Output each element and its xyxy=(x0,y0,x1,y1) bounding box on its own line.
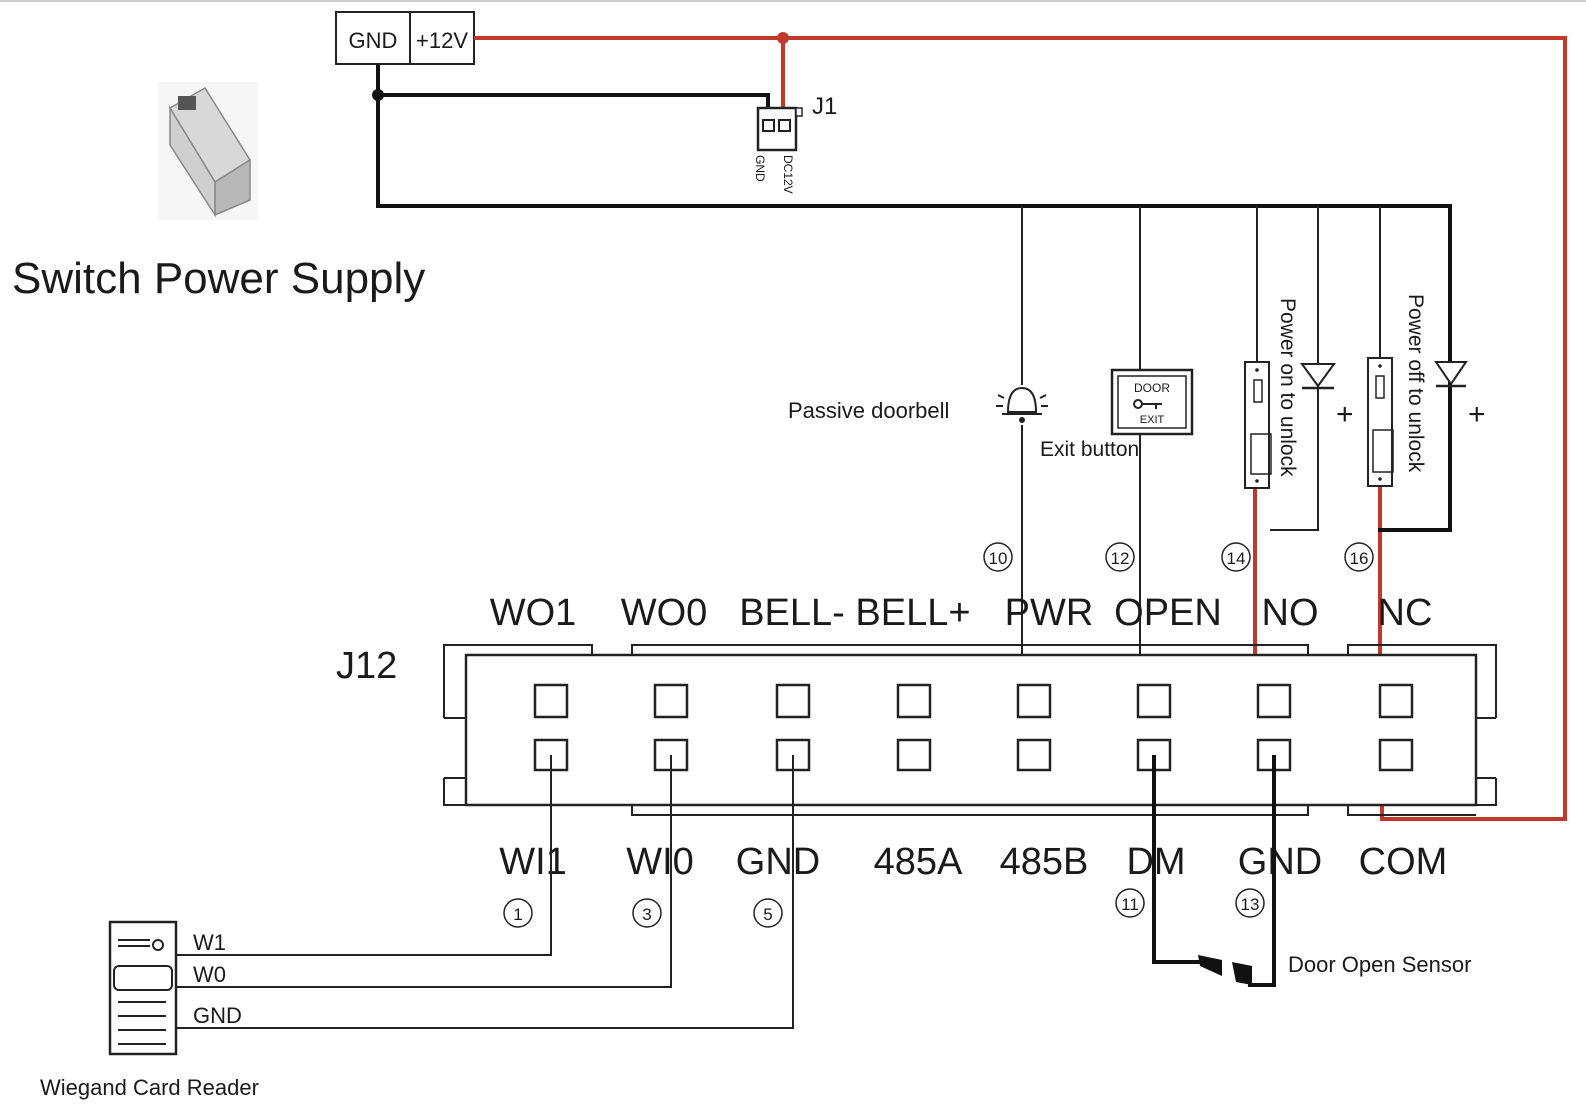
pin-number: 5 xyxy=(763,905,772,924)
bottom-signal-labels: WI1 WI0 GND 485A 485B DM GND COM xyxy=(499,841,1447,883)
j12-housing xyxy=(443,644,1497,816)
pin-number: 1 xyxy=(513,905,522,924)
exit-text: EXIT xyxy=(1140,414,1165,426)
power-supply-title: Switch Power Supply xyxy=(12,254,425,303)
card-reader-icon xyxy=(108,920,178,1056)
signal-label: COM xyxy=(1359,841,1448,883)
signal-label: PWR xyxy=(1005,592,1094,634)
door-sensor-icon xyxy=(1198,955,1252,985)
door-text: DOOR xyxy=(1134,381,1170,395)
reader-gnd-label: GND xyxy=(193,1003,242,1028)
j1-gnd-label: GND xyxy=(753,155,767,182)
j1-label: J1 xyxy=(812,93,837,120)
pin-number: 16 xyxy=(1350,549,1369,568)
signal-label: WI0 xyxy=(626,841,694,883)
power-terminal-block: GND +12V xyxy=(335,11,475,65)
j1-dc12v-label: DC12V xyxy=(781,155,795,194)
junction-12v xyxy=(777,32,789,44)
terminal-12v-label: +12V xyxy=(416,28,468,53)
terminal-gnd-label: GND xyxy=(349,28,398,53)
exit-button-label: Exit button xyxy=(1040,438,1139,461)
pin-number: 13 xyxy=(1241,895,1260,914)
signal-label: 485A xyxy=(874,841,963,883)
wiegand-wires xyxy=(175,755,794,1029)
pin-number: 14 xyxy=(1227,549,1246,568)
signal-label: GND xyxy=(1238,841,1322,883)
bottom-pin-numbers: 1 3 5 11 13 xyxy=(503,888,1265,928)
signal-label: OPEN xyxy=(1114,592,1222,634)
door-sensor-label: Door Open Sensor xyxy=(1288,952,1471,977)
signal-label: BELL- xyxy=(739,592,845,634)
plus-nc: + xyxy=(1468,398,1486,431)
signal-label: NC xyxy=(1378,592,1433,634)
signal-label: BELL+ xyxy=(855,592,970,634)
doorbell-label: Passive doorbell xyxy=(788,398,949,423)
card-reader-label: Wiegand Card Reader xyxy=(40,1075,259,1100)
top-signal-labels: WO1 WO0 BELL- BELL+ PWR OPEN NO NC xyxy=(490,592,1433,634)
lock-nc-label: Power off to unlock xyxy=(1404,294,1427,473)
lock-nc-icon xyxy=(1367,357,1394,487)
lock-no-label: Power on to unlock xyxy=(1276,298,1299,477)
pin-number: 3 xyxy=(642,905,651,924)
j12-pins-bottom xyxy=(533,738,1414,772)
diode-no-icon xyxy=(1300,363,1336,390)
j12-label: J12 xyxy=(336,645,397,687)
plus-no: + xyxy=(1336,398,1354,431)
reader-w0-label: W0 xyxy=(193,962,226,987)
ground-bus xyxy=(376,64,1452,532)
pin-number: 12 xyxy=(1111,549,1130,568)
pin-number: 11 xyxy=(1121,895,1139,914)
j1-connector xyxy=(756,106,803,152)
pin-number: 10 xyxy=(989,549,1008,568)
signal-label: NO xyxy=(1262,592,1319,634)
signal-label: GND xyxy=(736,841,820,883)
reader-w1-label: W1 xyxy=(193,930,226,955)
power-supply-icon xyxy=(158,82,258,220)
j12-pins-top xyxy=(533,683,1414,719)
door-sensor-wires xyxy=(1152,755,1276,987)
lock-no-icon xyxy=(1244,361,1272,489)
signal-label: WO0 xyxy=(621,592,708,634)
signal-label: WO1 xyxy=(490,592,577,634)
doorbell-icon xyxy=(996,386,1048,423)
signal-label: WI1 xyxy=(499,841,567,883)
exit-button-icon: DOOR EXIT xyxy=(1110,368,1194,436)
signal-label: 485B xyxy=(1000,841,1089,883)
diode-nc-icon xyxy=(1434,361,1468,388)
junction-gnd xyxy=(372,89,384,101)
top-pin-numbers: 10 12 14 16 xyxy=(983,542,1374,572)
